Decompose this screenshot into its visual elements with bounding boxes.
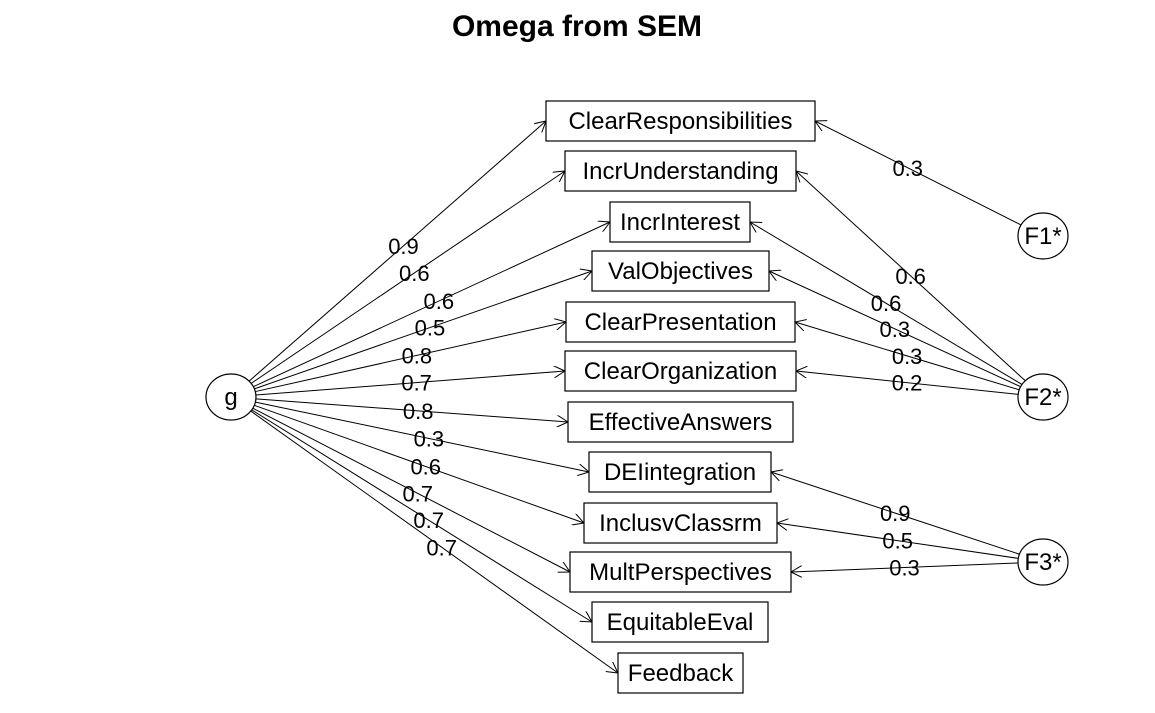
indicator-node-incrinterest: IncrInterest <box>609 201 751 243</box>
latent-ellipse <box>205 373 257 421</box>
indicator-box <box>591 601 769 643</box>
loading-value-g-clearpresentation: 0.8 <box>402 343 433 368</box>
loading-value-f2-incrunderstanding: 0.6 <box>895 264 926 289</box>
indicator-node-incrunderstanding: IncrUnderstanding <box>564 150 797 192</box>
loading-value-f3-multperspectives: 0.3 <box>889 555 920 580</box>
loading-arrow-g-incrunderstanding <box>250 171 565 384</box>
loading-value-g-clearresponsibilities: 0.9 <box>388 234 419 259</box>
loading-value-g-deiintegration: 0.3 <box>414 426 445 451</box>
loading-value-g-valobjectives: 0.5 <box>415 316 446 341</box>
loading-arrow-g-equitableeval <box>251 409 592 622</box>
latent-ellipse <box>1017 373 1069 421</box>
indicator-node-feedback: Feedback <box>617 652 744 694</box>
loading-value-f2-incrinterest: 0.6 <box>871 291 902 316</box>
indicator-node-clearresponsibilities: ClearResponsibilities <box>545 100 816 142</box>
indicator-box <box>591 250 770 292</box>
loading-value-g-incrinterest: 0.6 <box>424 289 455 314</box>
indicator-node-equitableeval: EquitableEval <box>591 601 769 643</box>
diagram-title: Omega from SEM <box>452 10 702 43</box>
indicator-label: Feedback <box>628 660 734 687</box>
indicator-node-multperspectives: MultPerspectives <box>569 551 792 593</box>
indicator-box <box>609 201 751 243</box>
loading-arrow-f1-clearresponsibilities <box>815 121 1022 226</box>
latent-label: F1* <box>1024 223 1061 250</box>
loading-value-g-incrunderstanding: 0.6 <box>399 261 430 286</box>
indicator-box <box>545 100 816 142</box>
latent-ellipse <box>1017 538 1069 586</box>
loading-arrow-g-valobjectives <box>254 271 592 390</box>
latent-node-f2: F2* <box>1017 373 1069 421</box>
loading-arrow-g-effectiveanswers <box>255 398 568 422</box>
latent-node-f1: F1* <box>1017 212 1069 260</box>
loading-value-g-inclusvclassrm: 0.6 <box>410 455 441 480</box>
loading-arrow-f3-multperspectives <box>791 562 1019 572</box>
indicator-label: IncrInterest <box>620 209 740 236</box>
indicator-label: EquitableEval <box>607 609 754 636</box>
latent-label: F2* <box>1024 384 1061 411</box>
indicator-box <box>565 301 796 343</box>
loading-arrow-f2-incrinterest <box>750 222 1023 385</box>
latent-node-g: g <box>205 373 257 421</box>
loading-value-g-clearorganization: 0.7 <box>401 371 432 396</box>
loading-arrow-g-feedback <box>250 410 618 673</box>
loading-arrow-g-inclusvclassrm <box>254 404 584 523</box>
indicator-box <box>617 652 744 694</box>
indicator-node-clearorganization: ClearOrganization <box>564 350 797 392</box>
loading-arrow-f2-clearorganization <box>796 371 1019 395</box>
loading-arrow-f2-valobjectives <box>769 271 1021 388</box>
loading-arrow-f3-deiintegration <box>771 472 1020 555</box>
loading-arrow-g-multperspectives <box>252 407 570 572</box>
loading-value-f2-clearorganization: 0.2 <box>892 371 923 396</box>
indicator-box <box>564 350 797 392</box>
indicator-label: MultPerspectives <box>589 559 772 586</box>
indicator-node-clearpresentation: ClearPresentation <box>565 301 796 343</box>
indicator-label: ValObjectives <box>608 258 753 285</box>
indicator-label: ClearPresentation <box>584 309 776 336</box>
diagram-nodes: ClearResponsibilitiesIncrUnderstandingIn… <box>205 100 1069 694</box>
indicator-box <box>583 502 778 544</box>
latent-label: F3* <box>1024 549 1061 576</box>
loading-arrow-g-incrinterest <box>253 222 610 388</box>
indicator-node-effectiveanswers: EffectiveAnswers <box>567 401 794 443</box>
loading-arrow-f2-incrunderstanding <box>796 171 1026 382</box>
loading-value-f2-clearpresentation: 0.3 <box>892 344 923 369</box>
loading-arrow-f3-inclusvclassrm <box>777 523 1019 559</box>
latent-ellipse <box>1017 212 1069 260</box>
loading-value-f3-deiintegration: 0.9 <box>880 501 911 526</box>
loading-arrow-g-clearorganization <box>255 371 565 396</box>
indicator-box <box>569 551 792 593</box>
loading-value-f1-clearresponsibilities: 0.3 <box>892 156 923 181</box>
loading-value-f3-inclusvclassrm: 0.5 <box>882 529 913 554</box>
latent-label: g <box>224 384 237 411</box>
indicator-box <box>564 150 797 192</box>
loading-value-f2-valobjectives: 0.3 <box>880 317 911 342</box>
indicator-label: IncrUnderstanding <box>582 158 778 185</box>
indicator-node-valobjectives: ValObjectives <box>591 250 770 292</box>
indicator-box <box>567 401 794 443</box>
loading-value-g-effectiveanswers: 0.8 <box>403 399 434 424</box>
indicator-node-inclusvclassrm: InclusvClassrm <box>583 502 778 544</box>
indicator-label: ClearResponsibilities <box>568 108 792 135</box>
loading-arrow-g-clearresponsibilities <box>248 121 546 382</box>
loading-arrow-g-deiintegration <box>255 401 589 472</box>
loading-value-g-multperspectives: 0.7 <box>402 481 433 506</box>
loading-value-g-feedback: 0.7 <box>426 535 457 560</box>
loading-arrow-g-clearpresentation <box>255 322 566 393</box>
indicator-label: ClearOrganization <box>584 358 777 385</box>
loading-edges <box>248 121 1026 673</box>
latent-node-f3: F3* <box>1017 538 1069 586</box>
indicator-label: InclusvClassrm <box>599 510 762 537</box>
indicator-node-deiintegration: DEIintegration <box>588 451 772 493</box>
loading-value-g-equitableeval: 0.7 <box>413 508 444 533</box>
loading-labels: 0.90.60.60.50.80.70.80.30.60.70.70.70.30… <box>388 156 926 581</box>
indicator-label: DEIintegration <box>604 459 756 486</box>
indicator-label: EffectiveAnswers <box>589 409 773 436</box>
indicator-box <box>588 451 772 493</box>
loading-arrow-f2-clearpresentation <box>795 322 1020 391</box>
